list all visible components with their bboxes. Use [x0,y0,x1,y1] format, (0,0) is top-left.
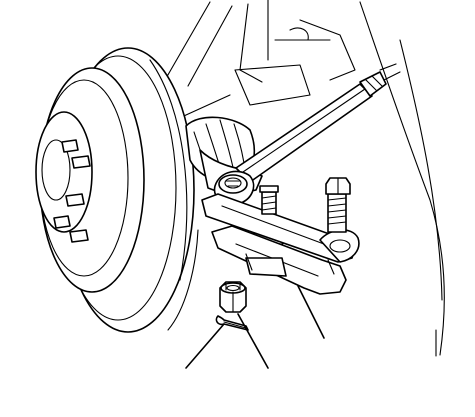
wheel-studs [54,140,90,242]
callout-leaders [186,286,324,368]
cotter-pin [216,316,248,330]
brake-disc-hub [36,48,198,332]
castle-nut [220,282,246,312]
ball-joint-remover-tool [202,178,359,294]
adjusting-bolt [260,186,278,214]
forcing-bolt [326,178,350,232]
callout-leader-tool [298,286,324,338]
callout-leader-castle-nut [238,314,268,368]
callout-leader-cotter-pin [186,324,224,368]
